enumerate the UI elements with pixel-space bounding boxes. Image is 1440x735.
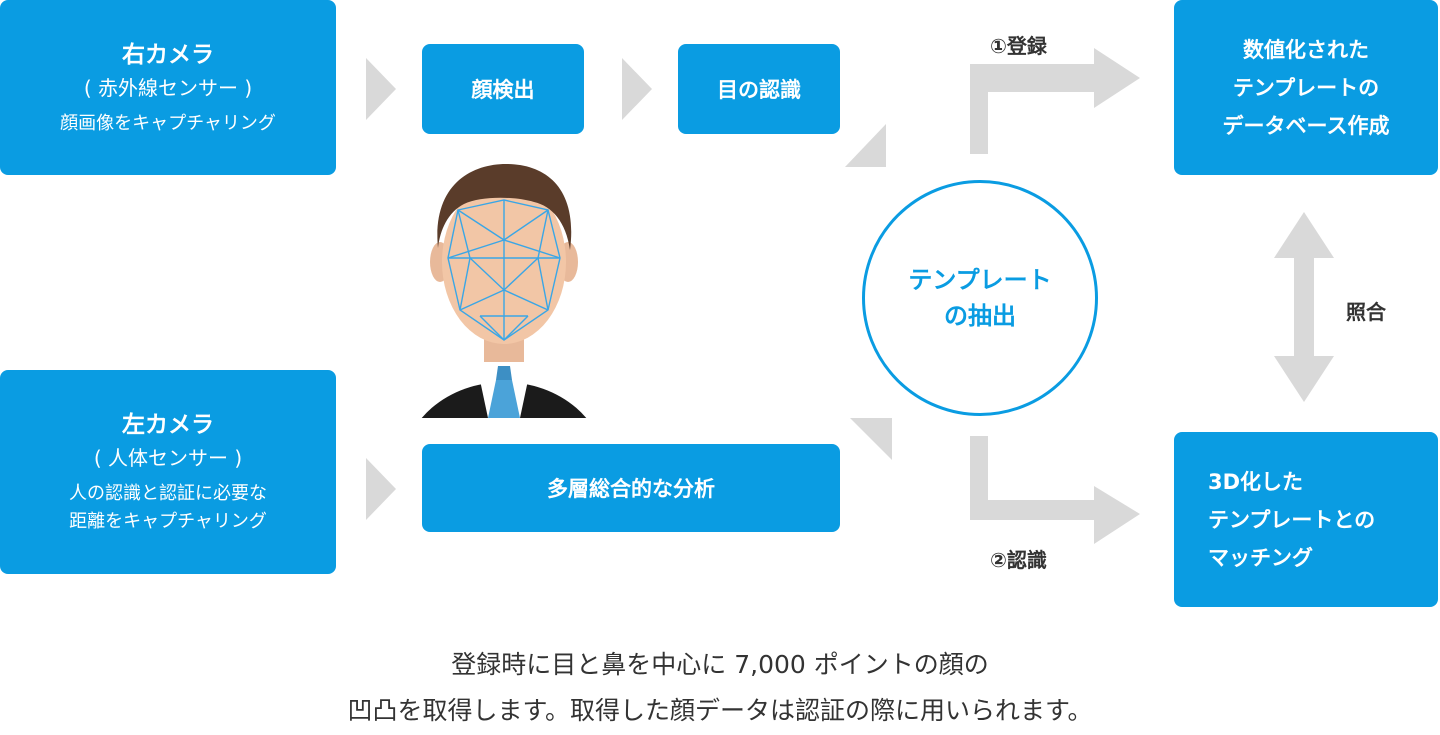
left-camera-sub: ( 人体センサー ) [93,446,243,470]
caption-line: 登録時に目と鼻を中心に 7,000 ポイントの顔の [451,650,989,679]
right-camera-box: 右カメラ ( 赤外線センサー ) 顔画像をキャプチャリング [0,0,336,175]
matching-line: 3D化した [1208,469,1304,494]
match-label: 照合 [1346,300,1386,324]
left-camera-desc-line: 距離をキャプチャリング [69,511,267,532]
recognize-label: ②認識 [990,548,1047,572]
right-camera-desc: 顔画像をキャプチャリング [60,112,276,134]
match-double-arrow-icon [1274,212,1334,402]
face-detection-box: 顔検出 [422,44,584,134]
register-label: ①登録 [990,34,1047,58]
multilayer-analysis-label: 多層総合的な分析 [547,477,715,501]
right-camera-title: 右カメラ [122,41,214,68]
corner-triangle-icon [845,124,886,167]
multilayer-analysis-box: 多層総合的な分析 [422,444,840,532]
caption: 登録時に目と鼻を中心に 7,000 ポイントの顔の 凹凸を取得します。取得した顔… [0,642,1440,734]
left-camera-desc: 人の認識と認証に必要な 距離をキャプチャリング [69,480,267,536]
database-line: 数値化された [1243,37,1369,62]
chevron-right-icon [622,58,652,120]
right-camera-sub: ( 赤外線センサー ) [83,75,253,100]
matching-box: 3D化した テンプレートとの マッチング [1174,432,1438,607]
database-line: データベース作成 [1222,113,1390,138]
template-extraction-circle: テンプレート の抽出 [862,180,1098,416]
left-camera-title: 左カメラ [122,412,214,438]
eye-recognition-label: 目の認識 [717,78,801,102]
left-camera-box: 左カメラ ( 人体センサー ) 人の認識と認証に必要な 距離をキャプチャリング [0,370,336,574]
eye-recognition-box: 目の認識 [678,44,840,134]
register-arrow-icon [970,48,1140,154]
template-extraction-line: の抽出 [944,302,1016,330]
database-box: 数値化された テンプレートの データベース作成 [1174,0,1438,175]
caption-line: 凹凸を取得します。取得した顔データは認証の際に用いられます。 [347,696,1093,725]
database-line: テンプレートの [1232,75,1380,100]
recognize-arrow-icon [970,436,1140,544]
matching-line: テンプレートとの [1208,507,1376,532]
left-camera-desc-line: 人の認識と認証に必要な [69,483,267,504]
template-extraction-line: テンプレート [908,266,1052,294]
face-detection-label: 顔検出 [471,78,535,102]
chevron-right-icon [366,458,396,520]
matching-line: マッチング [1208,545,1313,570]
chevron-right-icon [366,58,396,120]
corner-triangle-icon [850,418,892,460]
